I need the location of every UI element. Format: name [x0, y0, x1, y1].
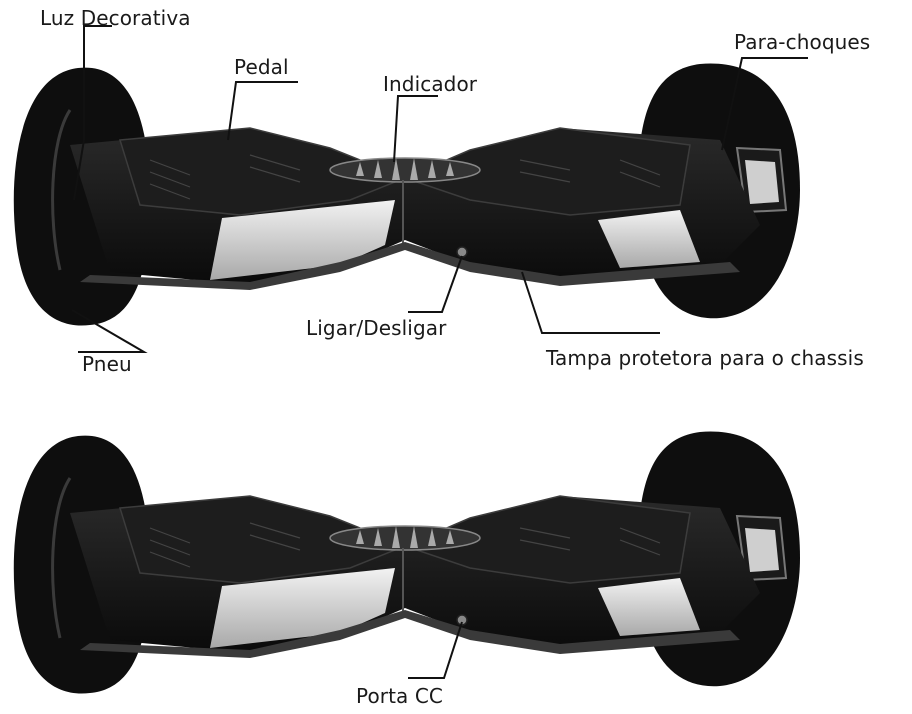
leader-luz-decorativa: [73, 25, 112, 201]
label-para-choques: Para-choques: [734, 30, 871, 54]
leader-pneu: [71, 309, 148, 353]
leader-indicador: [393, 95, 438, 163]
leader-ligar-desligar: [408, 255, 463, 313]
label-tampa-protetora: Tampa protetora para o chassis: [546, 346, 864, 370]
label-pneu: Pneu: [82, 352, 132, 376]
label-porta-cc: Porta CC: [356, 684, 443, 708]
hoverboard-top: [12, 62, 802, 328]
leader-porta-cc: [408, 621, 463, 679]
label-luz-decorativa: Luz Decorativa: [40, 6, 191, 30]
hoverboard-bottom: [12, 430, 802, 696]
leader-tampa-protetora: [521, 271, 660, 334]
label-pedal: Pedal: [234, 55, 289, 79]
label-indicador: Indicador: [383, 72, 478, 96]
leader-para-choques: [721, 57, 808, 151]
label-ligar-desligar: Ligar/Desligar: [306, 316, 447, 340]
leader-pedal: [227, 81, 298, 141]
